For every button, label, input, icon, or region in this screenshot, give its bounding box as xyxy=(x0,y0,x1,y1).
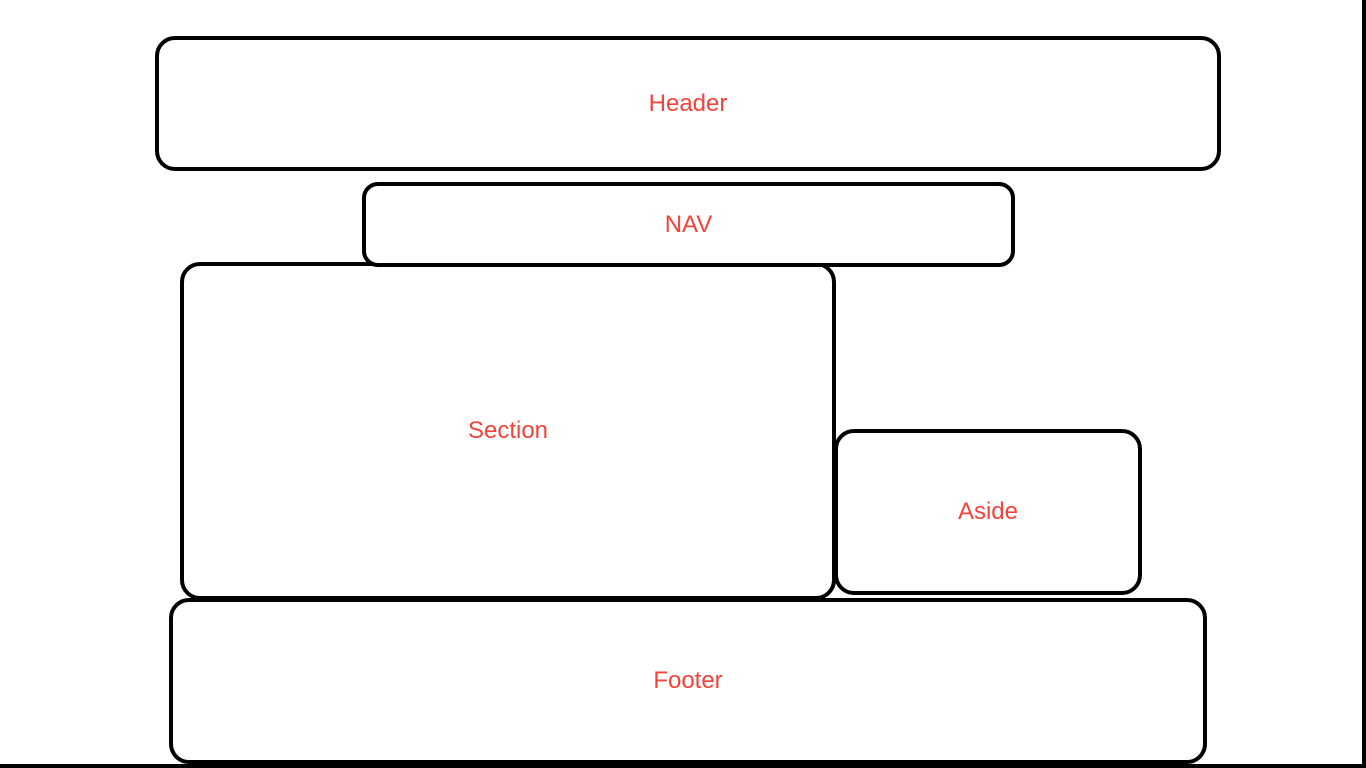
aside-label: Aside xyxy=(957,498,1019,525)
header-label: Header xyxy=(648,89,728,117)
footer-box: Footer xyxy=(169,598,1207,764)
section-label: Section xyxy=(467,417,549,444)
nav-box: NAV xyxy=(362,182,1015,267)
nav-label: NAV xyxy=(664,210,713,238)
aside-box: Aside xyxy=(834,429,1142,595)
section-box: Section xyxy=(180,262,836,600)
header-box: Header xyxy=(155,36,1221,171)
footer-label: Footer xyxy=(653,667,723,694)
